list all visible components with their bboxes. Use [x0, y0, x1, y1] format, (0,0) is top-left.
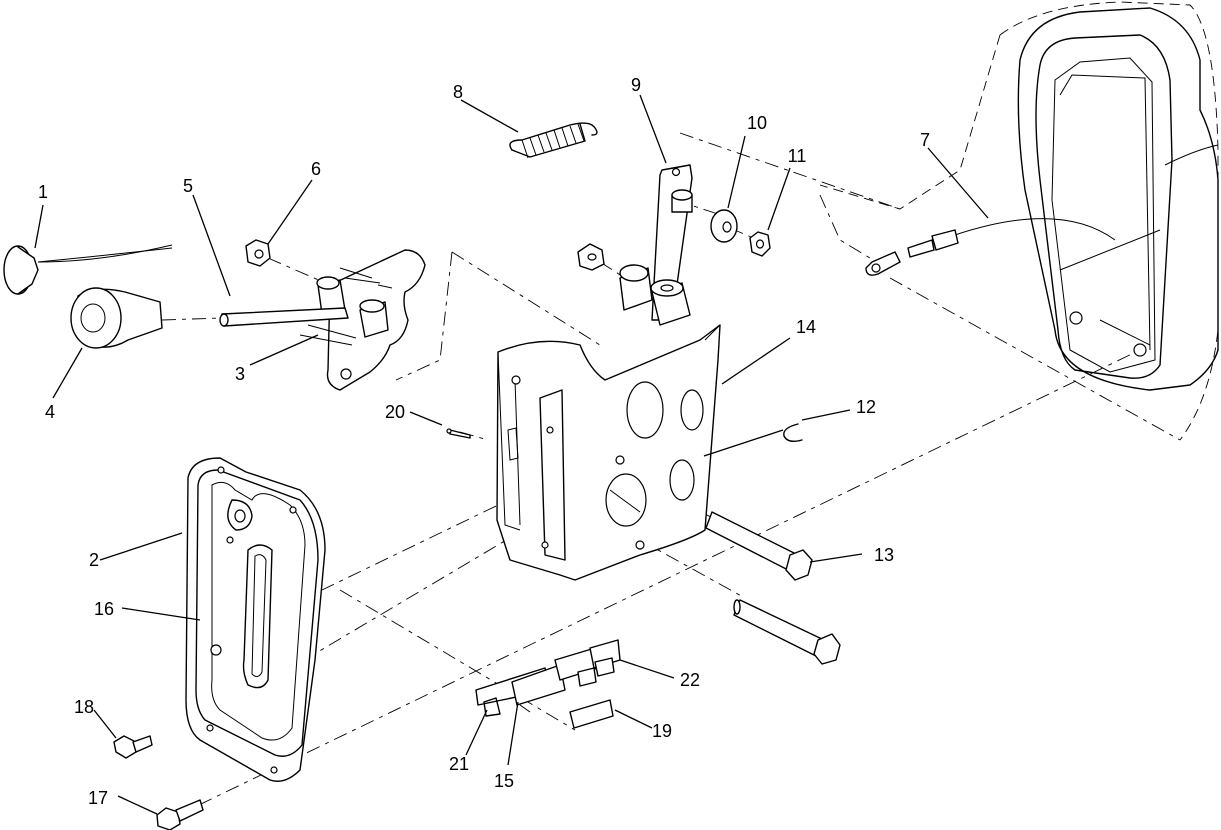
- screw-short: [113, 735, 153, 759]
- callout-20: 20: [385, 402, 405, 422]
- lever-arm: [619, 164, 693, 326]
- callout-15: 15: [494, 771, 514, 791]
- choke-knob: [3, 244, 173, 295]
- retaining-clip: [783, 423, 803, 443]
- bolt-long: [705, 511, 813, 581]
- callout-5: 5: [183, 176, 193, 196]
- callout-12: 12: [856, 397, 876, 417]
- callout-10: 10: [747, 113, 767, 133]
- cable-assembly: [865, 218, 1116, 276]
- housing: [819, 1, 1219, 441]
- switch-clip: [569, 699, 614, 729]
- callout-19: 19: [652, 721, 672, 741]
- callout-7: 7: [920, 130, 930, 150]
- extension-spring: [509, 122, 598, 159]
- leader-lines: [34, 94, 989, 815]
- washer: [710, 209, 738, 243]
- mounting-bracket: [496, 324, 721, 581]
- callout-14: 14: [796, 317, 816, 337]
- callout-6: 6: [311, 159, 321, 179]
- screw-long: [156, 799, 204, 830]
- cover-plate: [185, 457, 326, 782]
- callout-8: 8: [453, 82, 463, 102]
- callout-22: 22: [680, 670, 700, 690]
- callout-3: 3: [235, 364, 245, 384]
- callout-9: 9: [631, 75, 641, 95]
- callout-21: 21: [449, 754, 469, 774]
- pin: [446, 428, 471, 439]
- nut: [245, 239, 271, 267]
- callout-13: 13: [874, 545, 894, 565]
- callout-4: 4: [45, 402, 55, 422]
- callout-11: 11: [788, 146, 807, 166]
- callout-17: 17: [88, 788, 108, 808]
- bolt-lower: [733, 599, 841, 665]
- switch-assembly: [475, 639, 621, 717]
- control-bracket: [299, 249, 426, 391]
- callout-16: 16: [94, 599, 114, 619]
- callout-2: 2: [89, 550, 99, 570]
- callout-1: 1: [38, 182, 48, 202]
- callout-18: 18: [74, 697, 94, 717]
- flange-nut: [577, 243, 605, 271]
- callout-labels: 1 2 3 4 5 6 7 8 9 10 11 12 13 14 15 16 1…: [38, 75, 930, 808]
- throttle-knob: [70, 287, 163, 349]
- lock-nut: [749, 231, 771, 257]
- control-rod: [219, 307, 349, 327]
